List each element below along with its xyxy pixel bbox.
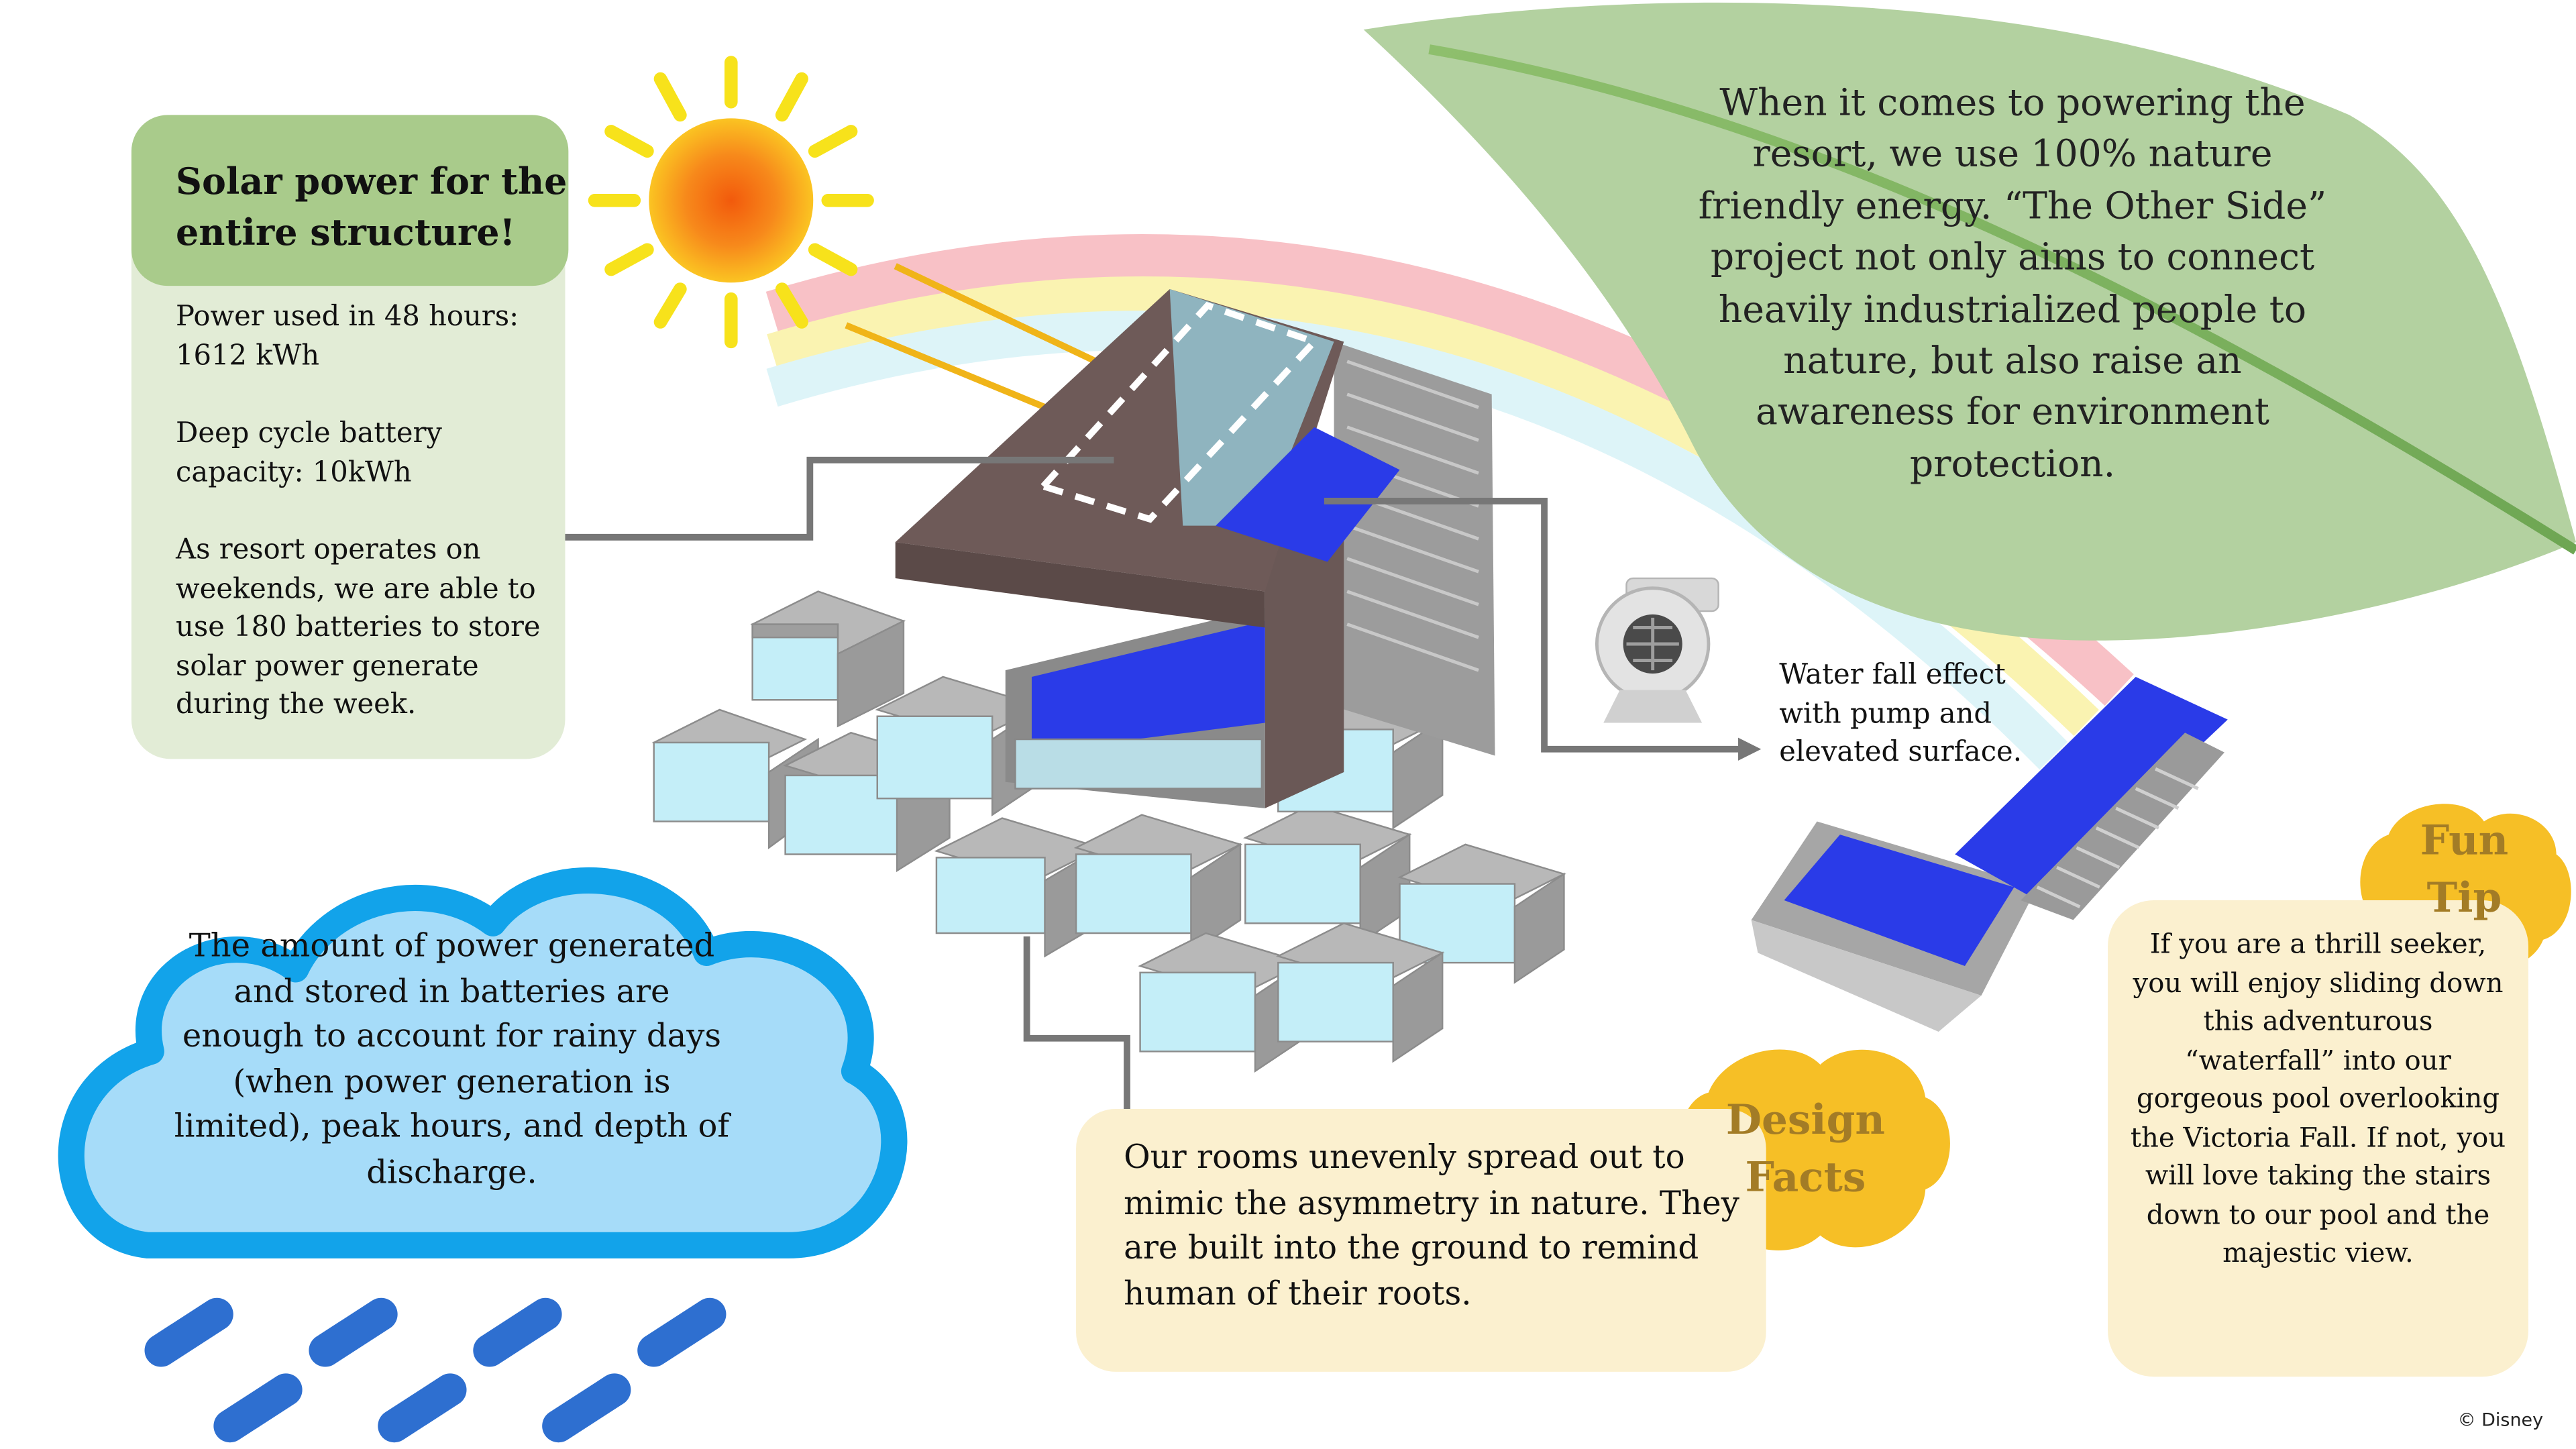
waterfall-pool <box>1751 676 2228 1032</box>
design-facts-card <box>1076 1109 1766 1372</box>
power-used-fact: Power used in 48 hours: 1612 kWh <box>176 301 519 372</box>
pump-icon <box>1595 577 1719 723</box>
fun-badge-line1: Fun <box>2420 816 2509 865</box>
design-facts-badge-label: Design Facts <box>1709 1091 1902 1205</box>
leaf-shape <box>1363 2 2576 641</box>
solar-power-title: Solar power for the entire structure! <box>176 161 568 255</box>
design-facts-text: Our rooms unevenly spread out to mimic t… <box>1124 1138 1739 1312</box>
solar-power-header <box>131 115 569 286</box>
guest-rooms <box>651 590 1566 1073</box>
fun-badge-line2: Tip <box>2426 873 2502 922</box>
sun-icon <box>588 56 874 349</box>
fun-tip-text: If you are a thrill seeker, you will enj… <box>2130 928 2506 1269</box>
copyright-credit: © Disney <box>2457 1409 2544 1432</box>
rainy-day-text: The amount of power generated and stored… <box>174 926 730 1191</box>
nature-energy-text: When it comes to powering the resort, we… <box>1698 82 2327 486</box>
design-badge-line1: Design <box>1725 1095 1885 1144</box>
rain-drops <box>144 1297 727 1443</box>
main-building <box>895 289 1495 808</box>
battery-capacity-fact: Deep cycle battery capacity: 10kWh <box>176 417 442 489</box>
connector-lines <box>522 456 1745 1128</box>
fun-tip-badge-label: Fun Tip <box>2392 812 2537 926</box>
cloud-shape <box>58 867 908 1258</box>
waterfall-effect-text: Water fall effect with pump and elevated… <box>1779 659 2022 769</box>
batteries-storage-fact: As resort operates on weekends, we are a… <box>176 533 541 722</box>
fun-tip-card <box>2108 900 2528 1377</box>
design-badge-line2: Facts <box>1745 1153 1866 1201</box>
